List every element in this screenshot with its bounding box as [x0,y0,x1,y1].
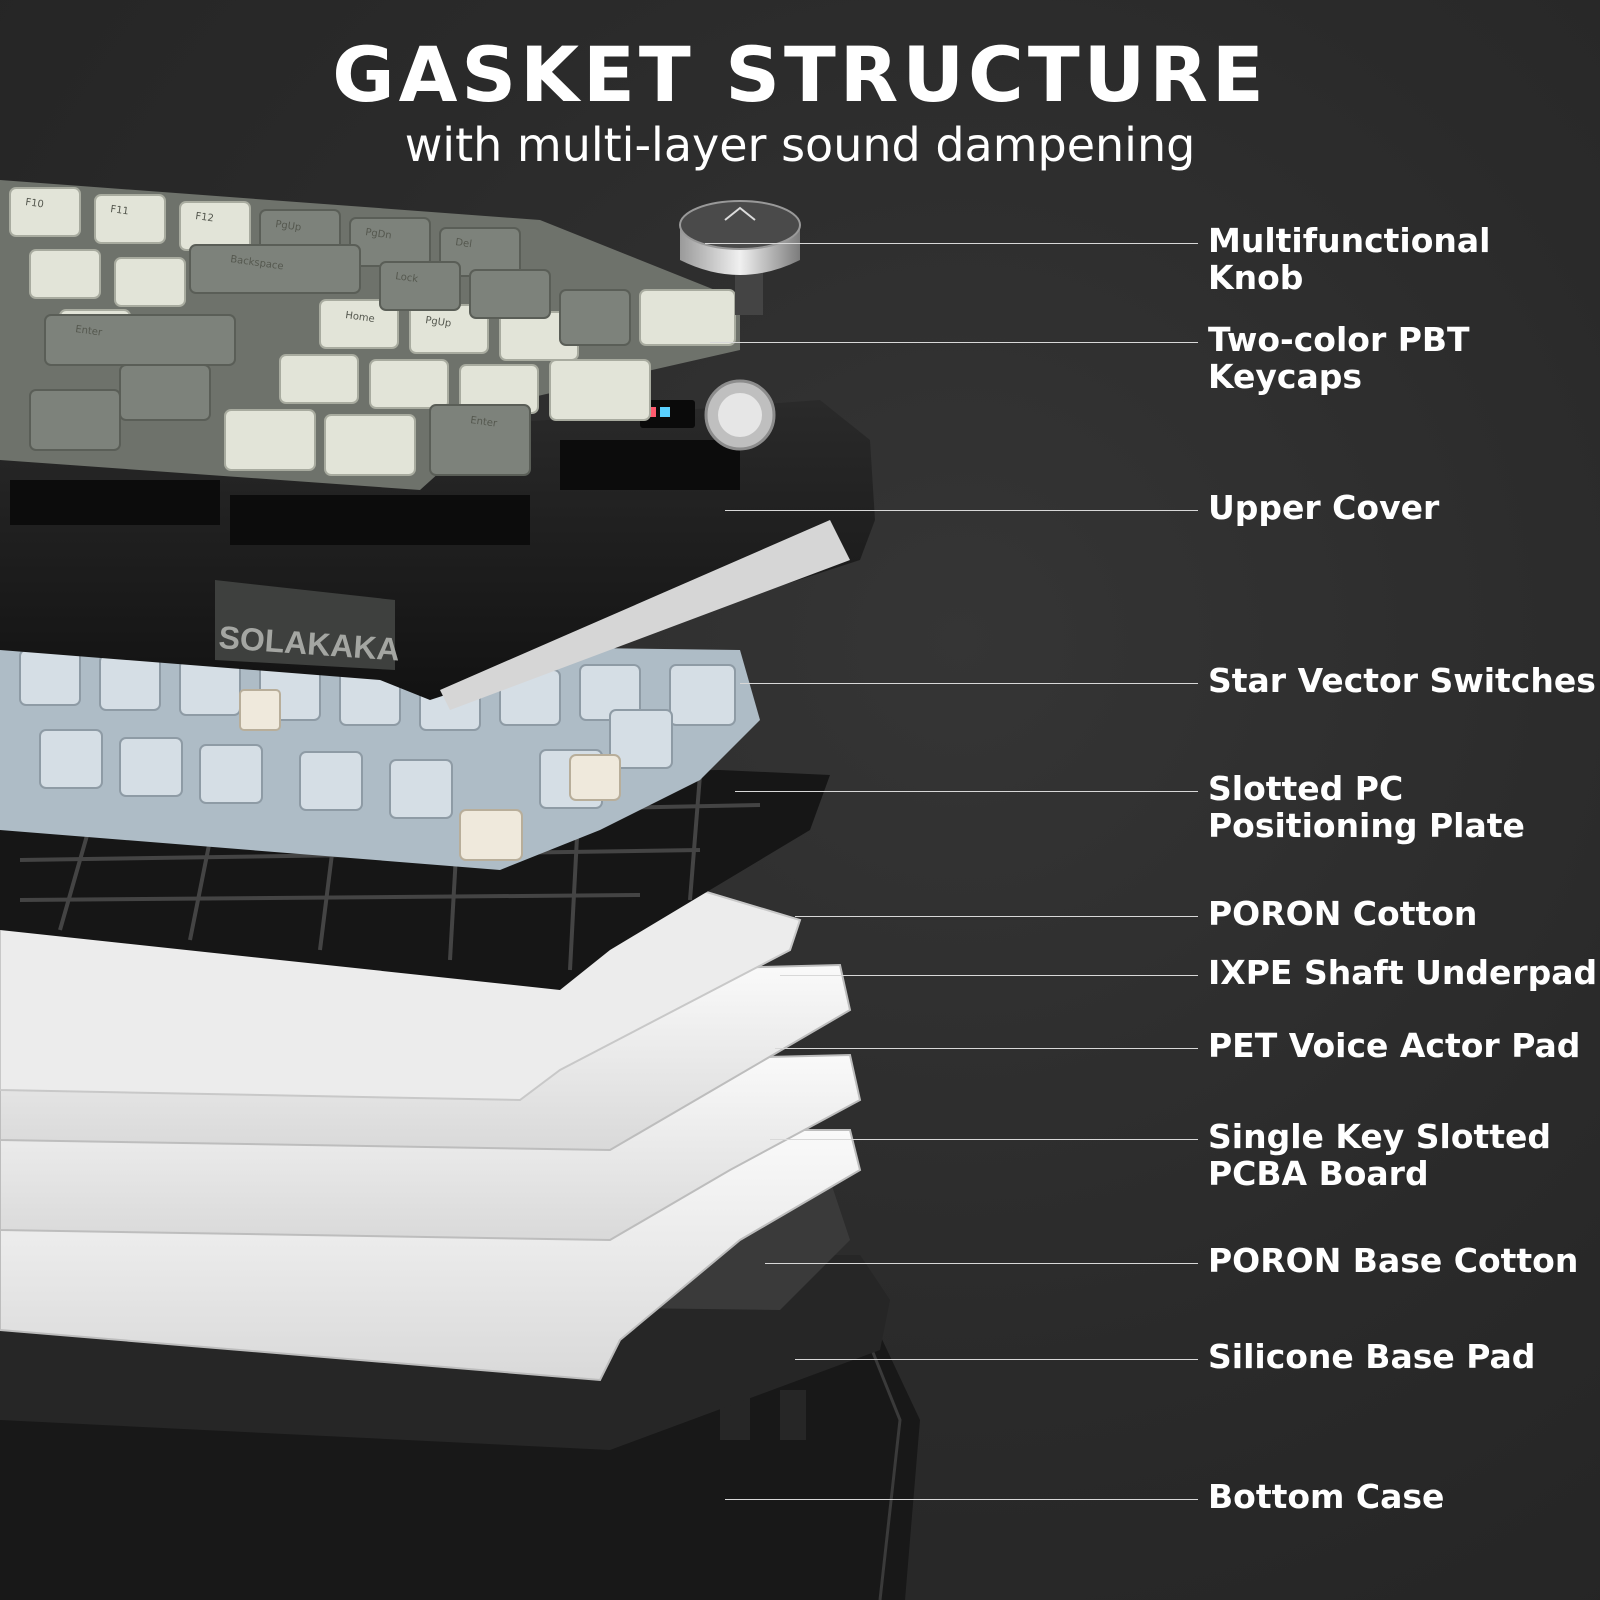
label-line: Slotted PC [1208,769,1404,808]
page-subtitle: with multi-layer sound dampening [404,118,1196,172]
label-line: Upper Cover [1208,488,1440,527]
leader-line-silicone [795,1359,1198,1360]
leader-line-poron-cotton [795,916,1198,917]
label-line: Star Vector Switches [1208,661,1596,700]
label-line: Positioning Plate [1208,806,1525,845]
label-switches: Star Vector Switches [1208,662,1596,699]
label-line: Bottom Case [1208,1477,1445,1516]
label-bottom-case: Bottom Case [1208,1478,1444,1515]
label-line: Knob [1208,258,1304,297]
leader-line-ixpe [780,975,1198,976]
keycap-legend: PgDn [365,227,393,242]
leader-line-pcba [770,1139,1198,1140]
leader-line-bottom-case [725,1499,1198,1500]
label-silicone-base-pad: Silicone Base Pad [1208,1338,1535,1375]
label-line: Multifunctional [1208,221,1491,260]
label-line: Keycaps [1208,357,1362,396]
label-line: Single Key Slotted [1208,1117,1552,1156]
multifunctional-knob [679,200,801,315]
leader-line-pet [775,1048,1198,1049]
keycap-legend: F11 [110,204,130,217]
keycap-legend: Lock [395,271,419,285]
label-positioning-plate: Slotted PC Positioning Plate [1208,770,1525,844]
label-poron-cotton: PORON Cotton [1208,895,1477,932]
label-line: PORON Cotton [1208,894,1478,933]
keycap-legend: F12 [195,211,215,224]
label-upper-cover: Upper Cover [1208,489,1439,526]
label-line: PCBA Board [1208,1154,1429,1193]
label-line: PORON Base Cotton [1208,1241,1579,1280]
switches-layer [0,640,760,870]
label-poron-base-cotton: PORON Base Cotton [1208,1242,1578,1279]
page-title: GASKET STRUCTURE [332,30,1268,119]
label-keycaps: Two-color PBT Keycaps [1208,321,1470,395]
leader-line-positioning-plate [735,791,1198,792]
keycap-legend: F10 [25,197,45,210]
keycaps-layer: F10F11F12PgUpPgDnDelBackspaceLockEnterHo… [0,180,740,490]
leader-line-knob [705,243,1198,244]
label-pet-pad: PET Voice Actor Pad [1208,1027,1580,1064]
label-multifunctional-knob: Multifunctional Knob [1208,222,1490,296]
label-ixpe-underpad: IXPE Shaft Underpad [1208,954,1597,991]
keycap-legend: Home [345,310,376,325]
leader-line-poron-base [765,1263,1198,1264]
keycap-legend: Enter [470,415,499,430]
label-line: Silicone Base Pad [1208,1337,1536,1376]
keycap-legend: Del [455,237,473,250]
leader-line-switches [740,683,1198,684]
keycap-legend: PgUp [425,315,452,330]
label-line: IXPE Shaft Underpad [1208,953,1598,992]
label-pcba-board: Single Key Slotted PCBA Board [1208,1118,1551,1192]
keycap-legends: F10F11F12PgUpPgDnDelBackspaceLockEnterHo… [25,197,499,430]
leader-line-upper-cover [725,510,1198,511]
label-line: PET Voice Actor Pad [1208,1026,1581,1065]
keycap-legend: Enter [75,324,104,339]
label-line: Two-color PBT [1208,320,1470,359]
keycap-legend: PgUp [275,219,302,234]
leader-line-keycaps [710,342,1198,343]
